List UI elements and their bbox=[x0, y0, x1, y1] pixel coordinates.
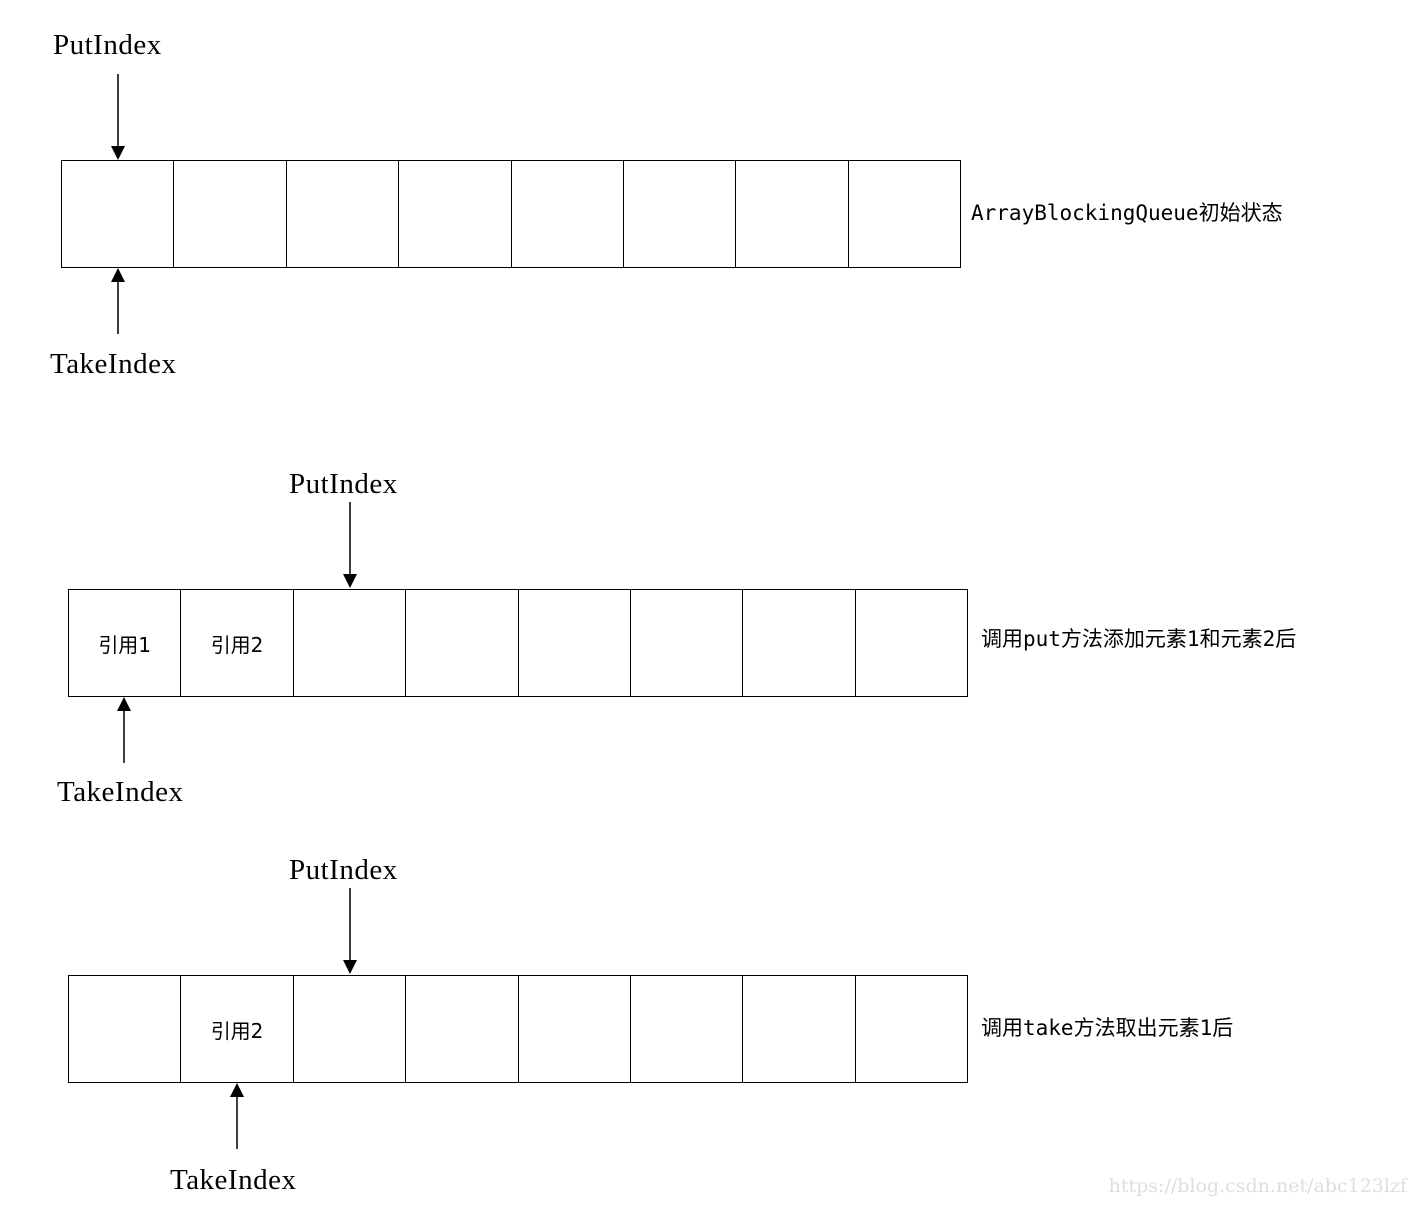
queue-slot-5 bbox=[629, 590, 742, 696]
take-index-arrow-2 bbox=[117, 697, 131, 763]
queue-slot-2 bbox=[292, 976, 405, 1082]
queue-slot-0 bbox=[62, 161, 173, 267]
queue-slot-3 bbox=[405, 976, 517, 1082]
queue-slot-6 bbox=[742, 590, 854, 696]
put-index-label-2: PutIndex bbox=[289, 468, 398, 500]
queue-slot-5 bbox=[629, 976, 742, 1082]
queue-slot-2 bbox=[292, 590, 405, 696]
queue-slot-6 bbox=[742, 976, 854, 1082]
queue-slot-3 bbox=[405, 590, 517, 696]
state-caption-after-take: 调用take方法取出元素1后 bbox=[981, 1016, 1234, 1040]
queue-slot-0: 引用1 bbox=[98, 632, 152, 657]
state-caption-after-put: 调用put方法添加元素1和元素2后 bbox=[981, 627, 1297, 651]
put-index-arrow-1 bbox=[111, 74, 125, 160]
queue-slot-4 bbox=[517, 976, 630, 1082]
take-index-label-2: TakeIndex bbox=[57, 776, 184, 808]
queue-array-initial bbox=[61, 160, 961, 268]
queue-slot-3 bbox=[398, 161, 510, 267]
queue-slot-1: 引用2 bbox=[180, 976, 292, 1082]
put-index-label-3: PutIndex bbox=[289, 854, 398, 886]
queue-slot-6 bbox=[735, 161, 847, 267]
queue-slot-7 bbox=[854, 590, 967, 696]
queue-slot-7 bbox=[847, 161, 960, 267]
put-index-label-1: PutIndex bbox=[53, 29, 162, 61]
take-index-label-1: TakeIndex bbox=[50, 348, 177, 380]
queue-slot-5 bbox=[622, 161, 735, 267]
queue-slot-2 bbox=[285, 161, 398, 267]
queue-array-after-take: 引用2 bbox=[68, 975, 968, 1083]
take-index-label-3: TakeIndex bbox=[170, 1164, 297, 1196]
queue-slot-4 bbox=[517, 590, 630, 696]
take-index-arrow-1 bbox=[111, 268, 125, 334]
queue-slot-1: 引用2 bbox=[180, 590, 292, 696]
put-index-arrow-2 bbox=[343, 502, 357, 588]
queue-array-after-put: 引用1 引用2 bbox=[68, 589, 968, 697]
queue-slot-7 bbox=[854, 976, 967, 1082]
queue-slot-1 bbox=[173, 161, 285, 267]
queue-slot-4 bbox=[510, 161, 623, 267]
take-index-arrow-3 bbox=[230, 1083, 244, 1149]
state-caption-initial: ArrayBlockingQueue初始状态 bbox=[971, 201, 1283, 225]
watermark-url: https://blog.csdn.net/abc123lzf bbox=[1108, 1175, 1407, 1197]
queue-slot-0 bbox=[69, 976, 180, 1082]
put-index-arrow-3 bbox=[343, 888, 357, 974]
